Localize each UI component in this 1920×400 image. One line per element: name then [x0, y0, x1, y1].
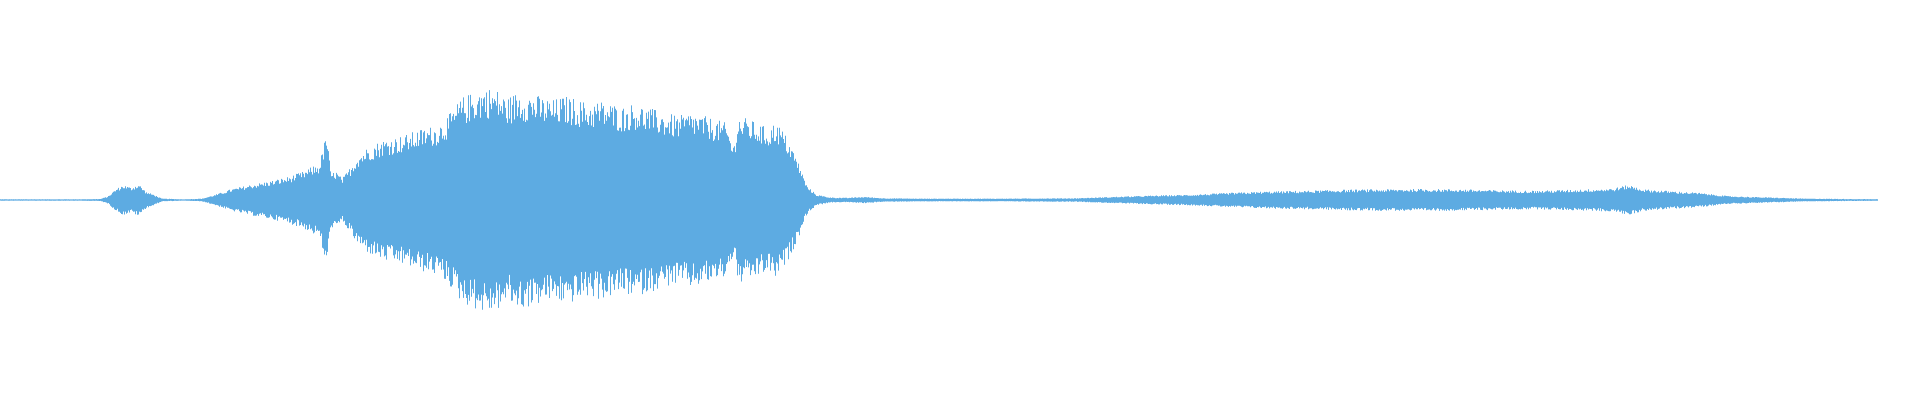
audio-waveform [0, 90, 1878, 310]
